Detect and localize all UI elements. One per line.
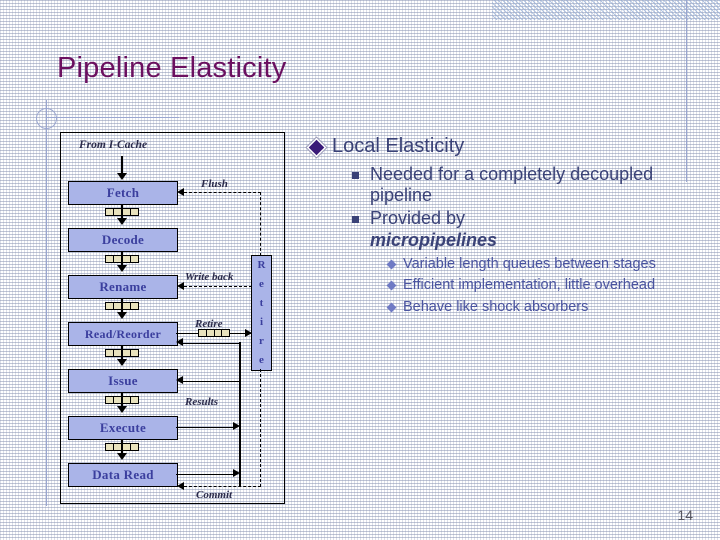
retire-label: Retire	[195, 318, 223, 330]
small-diamond-bullet-icon	[386, 302, 397, 313]
conn-fetch-decode	[121, 204, 123, 222]
level3-list: Variable length queues between stages Ef…	[386, 255, 710, 317]
write-back-edge	[184, 286, 252, 287]
level2-list: Needed for a completely decoupled pipeli…	[352, 164, 710, 317]
write-back-arrow-head	[177, 281, 184, 290]
stage-read-reorder[interactable]: Read/Reorder	[68, 322, 178, 346]
retire-letter-0: R	[257, 259, 266, 271]
results-to-issue	[183, 380, 240, 383]
queue-issue-execute	[105, 396, 139, 404]
commit-edge-horizontal	[184, 486, 261, 487]
flush-label: Flush	[201, 178, 228, 190]
queue-decode-rename	[105, 255, 139, 263]
commit-label: Commit	[196, 489, 233, 501]
flush-edge-vertical	[260, 192, 261, 256]
list-item: Provided by micropipelines	[352, 208, 710, 250]
conn-fetch-decode-head	[117, 218, 127, 225]
conn-rename-readreorder-head	[117, 312, 127, 319]
results-to-issue-arrow-head	[176, 376, 183, 384]
square-bullet-icon	[352, 172, 359, 179]
decorative-circle-icon	[36, 108, 57, 129]
list-item: Needed for a completely decoupled pipeli…	[352, 164, 710, 206]
retire-letter-4: r	[259, 335, 264, 347]
retire-letter-1: e	[259, 278, 264, 290]
conn-rename-readreorder	[121, 298, 123, 316]
stage-rename[interactable]: Rename	[68, 275, 178, 299]
retire-letter-2: t	[259, 297, 264, 309]
write-back-label: Write back	[185, 271, 234, 283]
level2-item-1-text: Provided by	[370, 208, 466, 229]
retire-unit[interactable]: R e t i r e	[251, 255, 272, 371]
conn-execute-dataread-head	[117, 453, 127, 460]
panel-heading: Local Elasticity	[332, 135, 465, 157]
conn-decode-rename-head	[117, 265, 127, 272]
stage-data-read[interactable]: Data Read	[68, 463, 178, 487]
retire-arrow-head	[245, 328, 252, 337]
level2-item-1-emphasis: micropipelines	[370, 229, 498, 250]
level3-item-2: Behave like shock absorbers	[403, 299, 589, 316]
conn-readreorder-issue-head	[117, 359, 127, 366]
commit-edge-vertical	[260, 369, 261, 487]
execute-to-results	[176, 426, 234, 429]
conn-execute-dataread	[121, 439, 123, 457]
small-diamond-bullet-icon	[386, 281, 397, 291]
page-title: Pipeline Elasticity	[57, 52, 287, 84]
level2-item-1-wrap: Provided by micropipelines	[370, 208, 497, 250]
retire-feedback-to-readreorder	[183, 342, 240, 345]
small-diamond-bullet-icon	[386, 259, 397, 270]
retire-letter-5: e	[259, 354, 264, 366]
list-item: Behave like shock absorbers	[386, 298, 710, 317]
flush-edge-horizontal	[184, 192, 261, 193]
flush-arrow-head	[177, 187, 184, 196]
conn-readreorder-issue	[121, 345, 123, 363]
input-arrow-line	[121, 156, 123, 176]
level2-item-0-text: Needed for a completely decoupled pipeli…	[370, 164, 654, 206]
stage-execute[interactable]: Execute	[68, 416, 178, 440]
conn-issue-execute-head	[117, 406, 127, 413]
content-panel: Local Elasticity Needed for a completely…	[310, 135, 710, 320]
data-read-to-results	[176, 473, 234, 476]
square-bullet-icon	[352, 216, 359, 224]
stage-issue[interactable]: Issue	[68, 369, 178, 393]
list-item: Variable length queues between stages	[386, 255, 710, 274]
list-item: Efficient implementation, little overhea…	[386, 276, 710, 295]
conn-decode-rename	[121, 251, 123, 269]
diagram-input-label: From I-Cache	[79, 139, 148, 151]
results-bus-vertical	[239, 342, 241, 487]
stage-decode[interactable]: Decode	[68, 228, 178, 252]
decorative-horizontal-rule	[46, 117, 179, 118]
input-arrow-head	[117, 173, 127, 180]
level3-item-0: Variable length queues between stages	[403, 255, 656, 272]
results-label: Results	[185, 396, 219, 408]
pipeline-diagram: From I-Cache Fetch Decode Rename Read/Re…	[60, 132, 285, 504]
diamond-bullet-icon	[310, 141, 325, 156]
conn-issue-execute	[121, 392, 123, 410]
page-number: 14	[677, 507, 693, 523]
queue-retire	[198, 329, 230, 337]
decorative-vertical-rule	[46, 100, 47, 506]
stage-fetch[interactable]: Fetch	[68, 181, 178, 205]
queue-execute-dataread	[105, 443, 139, 451]
commit-arrow-head	[177, 481, 184, 490]
right-decorative-rule	[686, 0, 687, 182]
level3-item-1: Efficient implementation, little overhea…	[403, 277, 656, 294]
retire-letter-3: i	[259, 316, 264, 328]
panel-heading-row: Local Elasticity	[310, 135, 710, 158]
retire-feedback-arrow-head	[176, 338, 183, 346]
data-read-to-results-arrow-head	[233, 469, 240, 477]
execute-to-results-arrow-head	[233, 422, 240, 430]
